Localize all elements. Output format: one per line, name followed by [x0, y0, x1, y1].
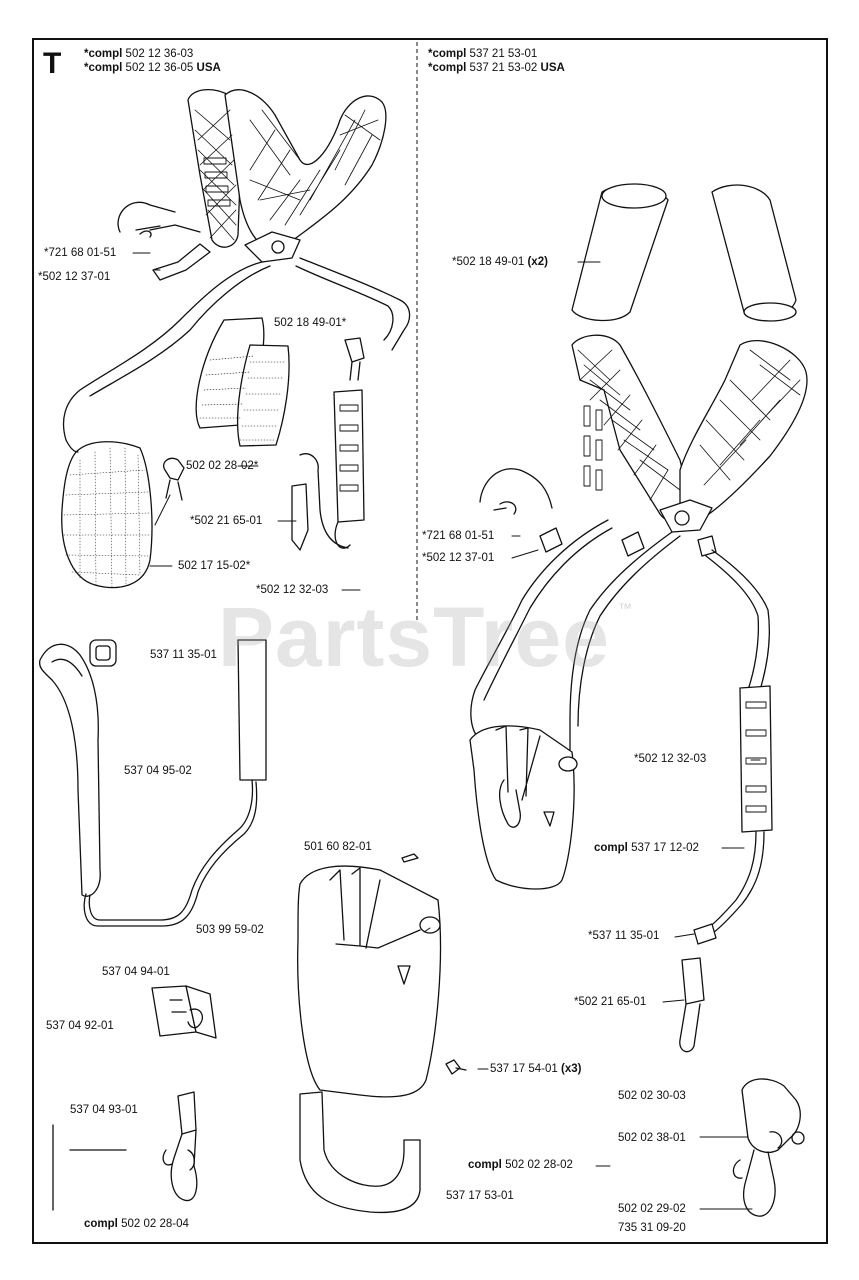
watermark: PartsTree [218, 590, 610, 684]
part-label-502-02-28-02-left: 502 02 28-02* [186, 460, 259, 472]
part-label-537-17-54-01: 537 17 54-01 (x3) [490, 1063, 581, 1076]
harness-right-drawing [469, 183, 808, 1053]
part-label-503-99-59-02: 503 99 59-02 [196, 924, 264, 936]
part-label-537-11-35-01-right: *537 11 35-01 [588, 930, 660, 942]
left-header-suffix-2: USA [196, 62, 221, 74]
part-label-721-68-01-51-left: *721 68 01-51 [44, 247, 117, 259]
part-label-537-11-35-01-left: 537 11 35-01 [150, 649, 217, 661]
part-label-537-04-94-01: 537 04 94-01 [102, 966, 170, 978]
part-label-502-18-49-01-left: 502 18 49-01* [274, 317, 347, 329]
holster-center-drawing [297, 853, 467, 1214]
part-label-502-02-28-02-center-prefix: compl [468, 1159, 502, 1171]
right-header-line-1: *compl 537 21 53-01 [428, 48, 537, 61]
part-label-502-02-38-01: 502 02 38-01 [618, 1132, 686, 1144]
left-header-line-1: *compl 502 12 36-03 [84, 48, 193, 61]
right-header-line-2: *compl 537 21 53-02 USA [428, 62, 565, 75]
part-label-501-60-82-01: 501 60 82-01 [304, 841, 372, 853]
part-label-502-02-28-04-number: 502 02 28-04 [121, 1218, 189, 1230]
part-label-502-02-28-04-prefix: compl [84, 1218, 118, 1230]
part-label-537-04-95-02: 537 04 95-02 [124, 765, 192, 777]
part-label-502-02-30-03: 502 02 30-03 [618, 1090, 686, 1102]
part-label-502-12-32-03-left: *502 12 32-03 [256, 584, 329, 596]
part-label-502-02-28-02-center: compl 502 02 28-02 [468, 1159, 573, 1172]
right-header-suffix-2: USA [540, 62, 565, 74]
right-header-number-1: 537 21 53-01 [469, 48, 538, 60]
diagram-frame [32, 38, 828, 1244]
part-label-537-17-12-02: compl 537 17 12-02 [594, 842, 699, 855]
part-label-537-17-12-02-number: 537 17 12-02 [631, 842, 699, 854]
part-label-537-17-12-02-prefix: compl [594, 842, 628, 854]
part-label-735-31-09-20: 735 31 09-20 [618, 1222, 686, 1234]
belt-drawing [38, 639, 267, 927]
watermark-trademark: ™ [618, 600, 632, 616]
harness-left-drawing [61, 89, 411, 589]
part-label-502-12-37-01-left: *502 12 37-01 [38, 271, 111, 283]
left-header-line-2: *compl 502 12 36-05 USA [84, 62, 221, 75]
part-label-537-17-54-01-number: 537 17 54-01 [490, 1063, 558, 1075]
part-label-502-21-65-01-right: *502 21 65-01 [574, 996, 647, 1008]
callout-leader-lines [132, 252, 761, 1210]
part-label-537-17-54-01-qty: (x3) [561, 1063, 582, 1075]
left-header-prefix-2: *compl [84, 62, 123, 74]
part-label-502-02-28-02-center-number: 502 02 28-02 [505, 1159, 573, 1171]
part-label-502-02-28-04: compl 502 02 28-04 [84, 1218, 189, 1231]
part-label-537-04-93-01: 537 04 93-01 [70, 1104, 138, 1116]
hook-assembly-drawing [732, 1078, 805, 1217]
part-label-502-12-37-01-right: *502 12 37-01 [422, 552, 495, 564]
left-header-prefix-1: *compl [84, 48, 123, 60]
part-label-502-18-49-01-right-number: *502 18 49-01 [452, 256, 525, 268]
part-label-502-21-65-01-left: *502 21 65-01 [190, 515, 263, 527]
left-header-number-2: 502 12 36-05 [125, 62, 194, 74]
part-label-502-12-32-03-right: *502 12 32-03 [634, 753, 707, 765]
right-header-prefix-1: *compl [428, 48, 467, 60]
right-header-number-2: 537 21 53-02 [469, 62, 538, 74]
part-label-537-17-53-01: 537 17 53-01 [446, 1190, 514, 1202]
section-letter: T [43, 47, 62, 80]
part-label-537-04-92-01: 537 04 92-01 [46, 1020, 114, 1032]
part-label-502-18-49-01-right-qty: (x2) [527, 256, 548, 268]
hook-parts-drawing [52, 985, 217, 1211]
part-label-502-17-15-02-left: 502 17 15-02* [178, 560, 251, 572]
part-label-721-68-01-51-right: *721 68 01-51 [422, 530, 495, 542]
part-label-502-18-49-01-right: *502 18 49-01 (x2) [452, 256, 548, 269]
left-header-number-1: 502 12 36-03 [125, 48, 194, 60]
right-header-prefix-2: *compl [428, 62, 467, 74]
part-label-502-02-29-02: 502 02 29-02 [618, 1203, 686, 1215]
